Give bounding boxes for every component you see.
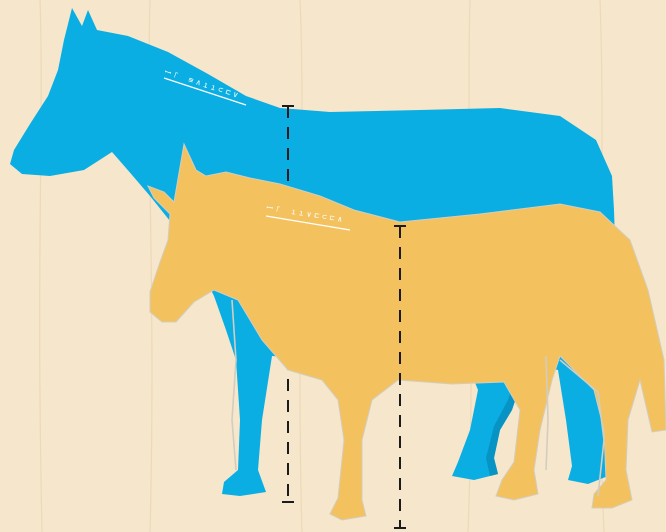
donkey-height-marker [394, 225, 406, 529]
donkey-silhouette-icon: ꟷ꜒ ıı∨⊏⊂⊏∧ [146, 142, 666, 521]
donkey-leg-outline [559, 359, 605, 497]
donkey-leg-outline [545, 355, 549, 471]
donkey-body [146, 142, 666, 521]
donkey-leg-outlines [231, 299, 605, 497]
horse-label-underline [163, 77, 247, 106]
wood-grain-line [39, 0, 43, 532]
donkey-leg-outline [231, 299, 237, 471]
donkey-label-underline [265, 215, 351, 231]
